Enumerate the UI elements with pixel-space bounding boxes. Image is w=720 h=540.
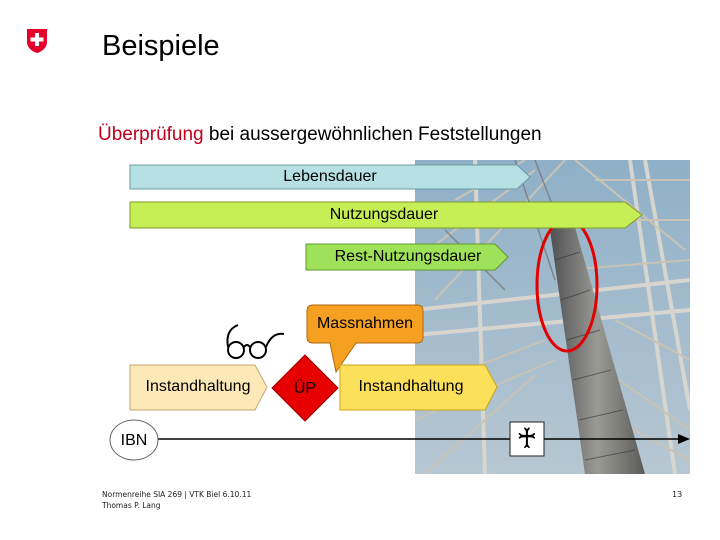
timeline-arrowhead [678, 434, 690, 444]
glasses-icon [227, 325, 284, 358]
lebensdauer-label: Lebensdauer [250, 167, 410, 187]
page-number: 13 [672, 490, 682, 499]
end-cross-icon: ♰ [510, 422, 544, 456]
rest-nutzungsdauer-label: Rest-Nutzungsdauer [323, 247, 493, 267]
nutzungsdauer-label: Nutzungsdauer [304, 205, 464, 225]
ibn-label: IBN [114, 431, 154, 451]
footer-text: Normenreihe SIA 269 | VTK Biel 6.10.11 T… [102, 489, 251, 511]
instandhaltung-right-label: Instandhaltung [344, 377, 478, 397]
up-label: ÜP [280, 379, 330, 399]
instandhaltung-left-label: Instandhaltung [134, 377, 262, 397]
footer-line2: Thomas P. Lang [102, 501, 161, 510]
massnahmen-label: Massnahmen [307, 314, 423, 334]
footer-line1: Normenreihe SIA 269 | VTK Biel 6.10.11 [102, 490, 251, 499]
